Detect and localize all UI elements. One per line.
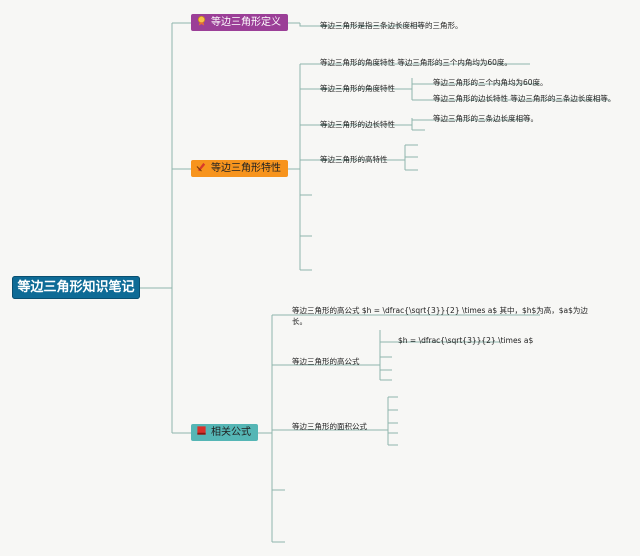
red-book-icon [197, 426, 206, 435]
definition-text[interactable]: 等边三角形是指三条边长度相等的三角形。 [320, 21, 463, 30]
branch-properties-label: 等边三角形特性 [211, 163, 281, 174]
connector-formulas-trunk [258, 315, 273, 542]
connector-angle-sub [400, 78, 425, 101]
root-topic[interactable]: 等边三角形知识笔记 [12, 276, 140, 299]
angle-summary-text[interactable]: 等边三角形的角度特性 等边三角形的三个内角均为60度。 [320, 58, 512, 67]
branch-properties[interactable]: 等边三角形特性 [191, 160, 288, 177]
height-formula-expression[interactable]: $h = \dfrac{\sqrt{3}}{2} \times a$ [398, 336, 534, 345]
angle-property-label[interactable]: 等边三角形的角度特性 [320, 84, 395, 93]
connector-height-sub [390, 144, 418, 171]
area-formula-label[interactable]: 等边三角形的面积公式 [292, 422, 367, 431]
side-item-1[interactable]: 等边三角形的三条边长度相等。 [433, 114, 538, 123]
branch-formulas-label: 相关公式 [211, 427, 251, 438]
branch-formulas[interactable]: 相关公式 [191, 424, 258, 441]
side-property-label[interactable]: 等边三角形的边长特性 [320, 120, 395, 129]
connector-properties-trunk [288, 64, 301, 270]
height-formula-summary-line1[interactable]: 等边三角形的高公式 $h = \dfrac{\sqrt{3}}{2} \time… [292, 306, 588, 315]
height-formula-label[interactable]: 等边三角形的高公式 [292, 357, 360, 366]
connector-root-trunk [140, 22, 191, 434]
branch-definition[interactable]: 等边三角形定义 [191, 14, 288, 31]
branch-definition-label: 等边三角形定义 [211, 17, 281, 28]
height-formula-summary-line2: 长。 [292, 317, 307, 326]
connector-area-formula-sub [378, 396, 398, 446]
connector-definition [288, 22, 420, 27]
angle-item-1[interactable]: 等边三角形的三个内角均为60度。 [433, 78, 548, 87]
connector-properties-leaves [300, 63, 530, 271]
height-property-label[interactable]: 等边三角形的高特性 [320, 155, 388, 164]
angle-item-2[interactable]: 等边三角形的边长特性 等边三角形的三条边长度相等。 [433, 94, 616, 103]
connector-height-formula-sub [368, 330, 500, 381]
connector-formulas-leaves [272, 314, 540, 543]
award-medal-icon [197, 16, 206, 26]
connector-side-sub [400, 118, 530, 131]
pencil-ruler-icon [196, 162, 206, 172]
